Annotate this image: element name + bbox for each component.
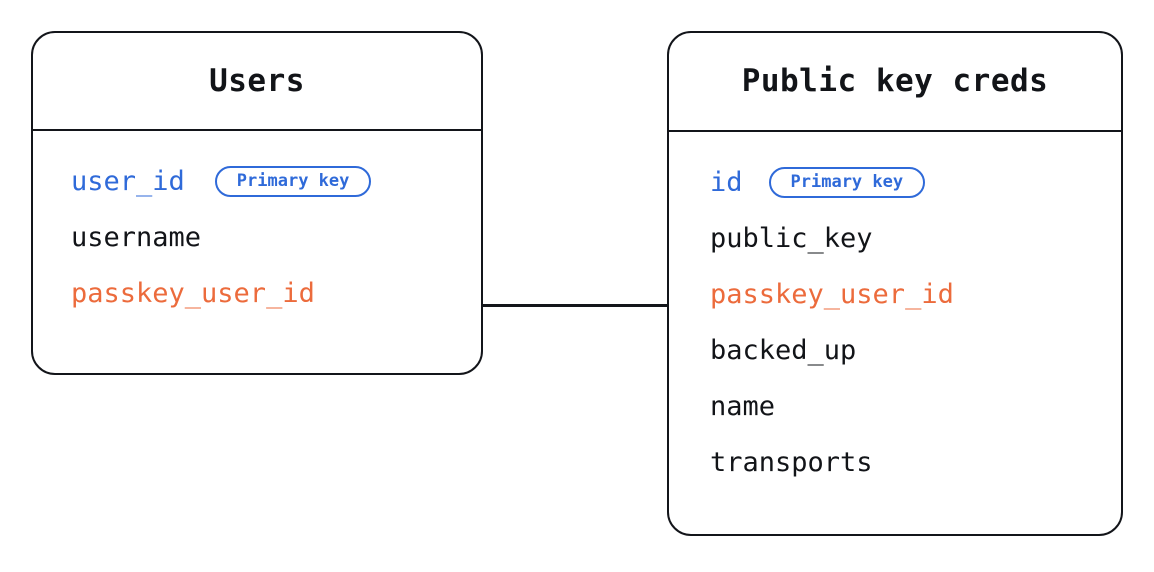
entity-title-public-key-creds: Public key creds (741, 63, 1049, 99)
field-list-users: user_id Primary key username passkey_use… (33, 131, 481, 321)
field-row-user-id[interactable]: user_id Primary key (33, 153, 481, 209)
field-row-transports[interactable]: transports (669, 434, 1121, 490)
field-name-id: id (710, 166, 743, 198)
field-name-name: name (710, 390, 776, 422)
field-name-backed-up: backed_up (710, 334, 857, 366)
field-name-public-key: public_key (710, 222, 873, 254)
entity-header-divider (669, 130, 1121, 132)
relationship-connector-line[interactable] (481, 304, 669, 307)
entity-box-users[interactable]: Users user_id Primary key username passk… (31, 31, 483, 375)
field-row-name[interactable]: name (669, 378, 1121, 434)
field-name-passkey-user-id: passkey_user_id (71, 277, 315, 309)
field-name-user-id: user_id (71, 165, 185, 197)
entity-header-divider (33, 129, 481, 131)
field-row-public-key[interactable]: public_key (669, 210, 1121, 266)
primary-key-badge: Primary key (214, 165, 372, 197)
field-row-passkey-user-id[interactable]: passkey_user_id (33, 265, 481, 321)
entity-title-users: Users (209, 63, 305, 99)
field-list-public-key-creds: id Primary key public_key passkey_user_i… (669, 132, 1121, 490)
primary-key-badge: Primary key (768, 166, 926, 198)
entity-box-public-key-creds[interactable]: Public key creds id Primary key public_k… (667, 31, 1123, 536)
field-row-passkey-user-id[interactable]: passkey_user_id (669, 266, 1121, 322)
field-name-passkey-user-id: passkey_user_id (710, 278, 954, 310)
field-name-username: username (71, 221, 202, 253)
field-row-id[interactable]: id Primary key (669, 154, 1121, 210)
field-row-username[interactable]: username (33, 209, 481, 265)
field-name-transports: transports (710, 446, 873, 478)
field-row-backed-up[interactable]: backed_up (669, 322, 1121, 378)
